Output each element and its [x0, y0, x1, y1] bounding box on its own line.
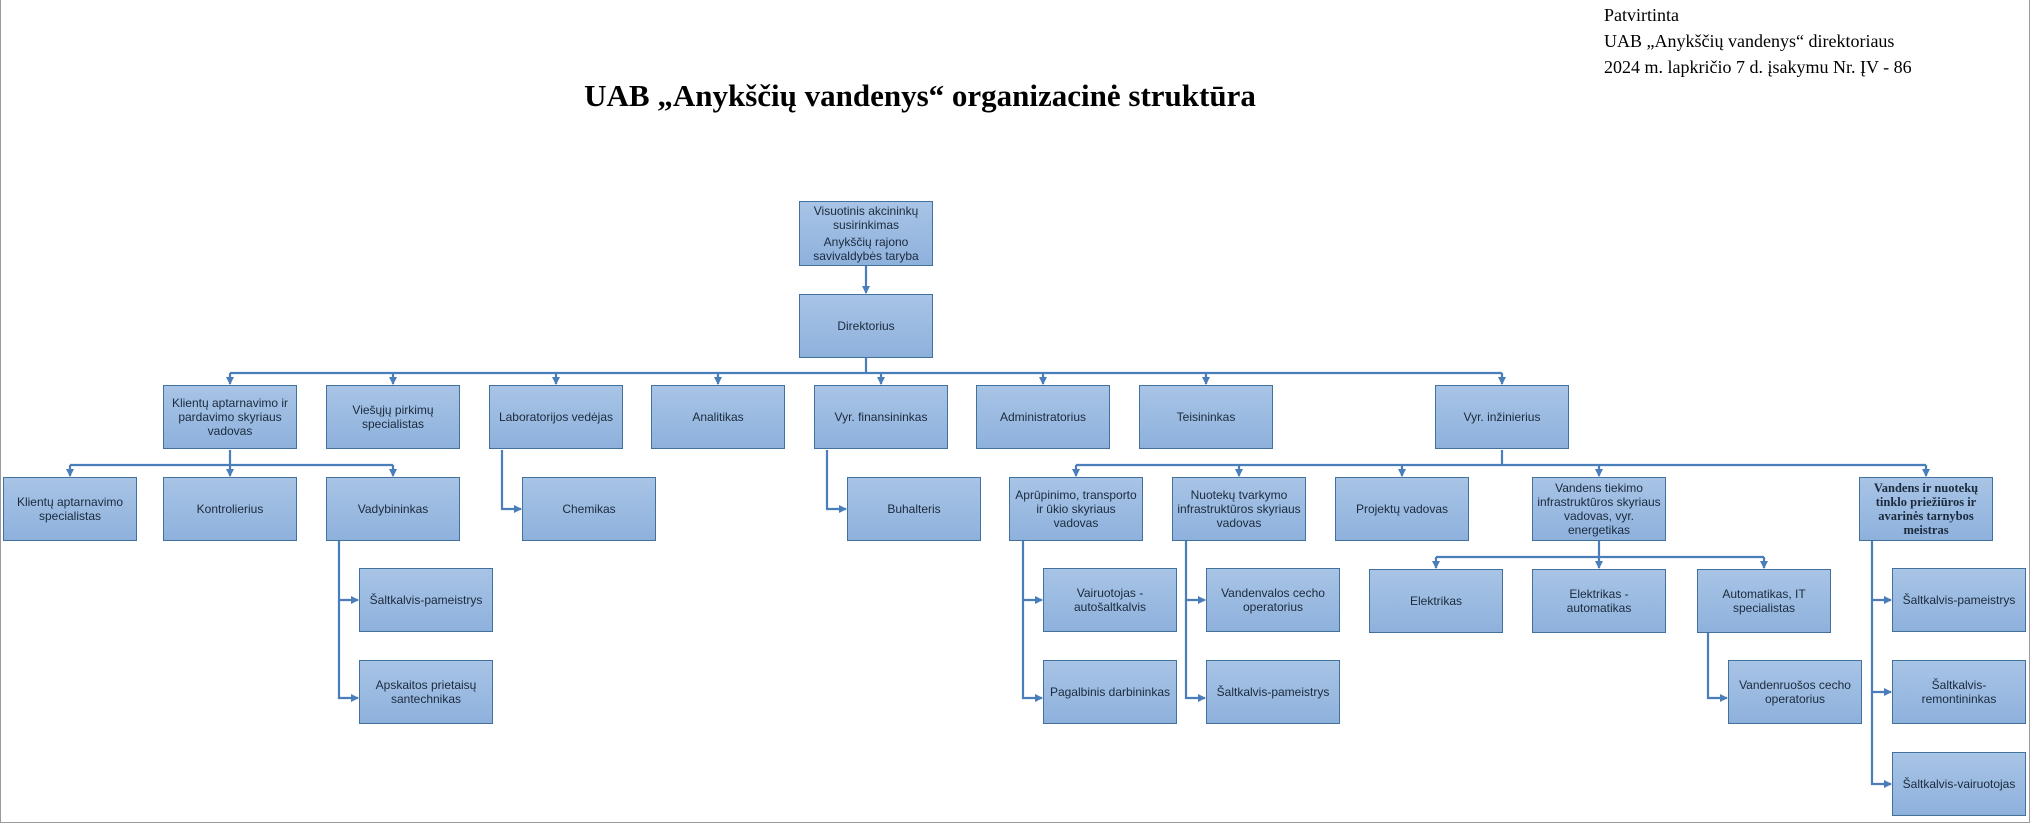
page-title: UAB „Anykščių vandenys“ organizacinė str…: [584, 78, 1256, 113]
node-procurement-label: Viešųjų pirkimų specialistas: [352, 403, 434, 431]
node-lab-head-label: Laboratorijos vedėjas: [498, 410, 614, 424]
node-electrician-label: Elektrikas: [1409, 594, 1462, 608]
connector-to-net-locksmith: [1870, 541, 1892, 604]
connector-to-water-operator: [1706, 633, 1728, 702]
connector-to-supply-driver: [1021, 541, 1043, 604]
node-automation-it-label: Automatikas, IT specialistas: [1722, 587, 1806, 615]
node-client-head: Klientų aptarnavimo ir pardavimo skyriau…: [163, 385, 297, 449]
node-shareholders-meeting: Visuotinis akcininkų susirinkimas Anykšč…: [799, 201, 933, 266]
node-director-label: Direktorius: [837, 319, 895, 333]
node-supply-helper-label: Pagalbinis darbininkas: [1049, 685, 1171, 699]
node-sewage-head: Nuotekų tvarkymo infrastruktūros skyriau…: [1172, 477, 1306, 541]
node-sewage-operator: Vandenvalos cecho operatorius: [1206, 568, 1340, 632]
approval-line-1: Patvirtinta: [1604, 5, 1679, 25]
node-water-head-label: Vandens tiekimo infrastruktūros skyriaus…: [1537, 481, 1661, 537]
node-lawyer-label: Teisininkas: [1176, 410, 1236, 424]
node-sewage-locksmith: Šaltkalvis-pameistrys: [1206, 660, 1340, 724]
node-administrator: Administratorius: [976, 385, 1110, 449]
node-supply-head: Aprūpinimo, transporto ir ūkio skyriaus …: [1009, 477, 1143, 541]
node-supply-helper: Pagalbinis darbininkas: [1043, 660, 1177, 724]
node-root-line-1: Visuotinis akcininkų susirinkimas: [813, 204, 919, 232]
node-mgr-plumber: Apskaitos prietaisų santechnikas: [359, 660, 493, 724]
node-electrician: Elektrikas: [1369, 569, 1503, 633]
connector-to-accountant: [825, 450, 847, 513]
node-accountant-label: Buhalteris: [887, 502, 941, 516]
node-lab-head: Laboratorijos vedėjas: [489, 385, 623, 449]
connector-to-chemist: [500, 450, 522, 513]
node-mgr-plumber-label: Apskaitos prietaisų santechnikas: [375, 678, 477, 706]
node-controller-label: Kontrolierius: [196, 502, 264, 516]
approval-line-3: 2024 m. lapkričio 7 d. įsakymu Nr. ĮV - …: [1604, 57, 1912, 77]
node-supply-head-label: Aprūpinimo, transporto ir ūkio skyriaus …: [1015, 488, 1137, 530]
connector-to-mgr-locksmith: [337, 541, 359, 604]
connector-to-net-repair: [1870, 600, 1892, 696]
node-automation-it: Automatikas, IT specialistas: [1697, 569, 1831, 633]
node-client-head-label: Klientų aptarnavimo ir pardavimo skyriau…: [171, 396, 289, 438]
node-net-driver: Šaltkalvis-vairuotojas: [1892, 752, 2026, 816]
node-sewage-operator-label: Vandenvalos cecho operatorius: [1221, 586, 1325, 614]
connector-to-sewage-locksmith: [1184, 600, 1206, 702]
node-chief-finance-label: Vyr. finansininkas: [834, 410, 928, 424]
node-administrator-label: Administratorius: [999, 410, 1087, 424]
connector-to-supply-helper: [1021, 600, 1043, 702]
node-manager: Vadybininkas: [326, 477, 460, 541]
node-analyst-label: Analitikas: [692, 410, 744, 424]
node-project-manager: Projektų vadovas: [1335, 477, 1469, 541]
node-electrician-auto: Elektrikas - automatikas: [1532, 569, 1666, 633]
node-net-locksmith: Šaltkalvis-pameistrys: [1892, 568, 2026, 632]
node-accountant: Buhalteris: [847, 477, 981, 541]
node-sewage-head-label: Nuotekų tvarkymo infrastruktūros skyriau…: [1177, 488, 1301, 530]
node-water-head: Vandens tiekimo infrastruktūros skyriaus…: [1532, 477, 1666, 541]
node-network-master-label: Vandens ir nuotekų tinklo priežiūros ir …: [1873, 481, 1979, 537]
node-mgr-locksmith: Šaltkalvis-pameistrys: [359, 568, 493, 632]
node-net-driver-label: Šaltkalvis-vairuotojas: [1902, 777, 2016, 791]
node-controller: Kontrolierius: [163, 477, 297, 541]
node-water-operator-label: Vandenruošos cecho operatorius: [1739, 678, 1851, 706]
node-supply-driver: Vairuotojas - autošaltkalvis: [1043, 568, 1177, 632]
node-analyst: Analitikas: [651, 385, 785, 449]
node-procurement: Viešųjų pirkimų specialistas: [326, 385, 460, 449]
connector-to-sewage-operator: [1184, 541, 1206, 604]
node-mgr-locksmith-label: Šaltkalvis-pameistrys: [369, 593, 483, 607]
node-chemist: Chemikas: [522, 477, 656, 541]
node-client-specialist: Klientų aptarnavimo specialistas: [3, 477, 137, 541]
node-net-locksmith-label: Šaltkalvis-pameistrys: [1902, 593, 2016, 607]
node-client-specialist-label: Klientų aptarnavimo specialistas: [16, 495, 124, 523]
node-project-manager-label: Projektų vadovas: [1355, 502, 1449, 516]
node-net-repair: Šaltkalvis-remontininkas: [1892, 660, 2026, 724]
node-director: Direktorius: [799, 294, 933, 358]
node-electrician-auto-label: Elektrikas - automatikas: [1566, 587, 1632, 615]
connector-to-mgr-plumber: [337, 600, 359, 702]
node-root-line-2: Anykščių rajono savivaldybės taryba: [813, 235, 919, 263]
node-network-master: Vandens ir nuotekų tinklo priežiūros ir …: [1859, 477, 1993, 541]
node-water-operator: Vandenruošos cecho operatorius: [1728, 660, 1862, 724]
connector-to-net-driver: [1870, 692, 1892, 788]
node-net-repair-label: Šaltkalvis-remontininkas: [1921, 678, 1997, 706]
node-chemist-label: Chemikas: [562, 502, 616, 516]
node-chief-finance: Vyr. finansininkas: [814, 385, 948, 449]
node-supply-driver-label: Vairuotojas - autošaltkalvis: [1073, 586, 1147, 614]
approval-line-2: UAB „Anykščių vandenys“ direktoriaus: [1604, 31, 1895, 51]
approval-block: Patvirtinta UAB „Anykščių vandenys“ dire…: [1604, 2, 1912, 80]
node-lawyer: Teisininkas: [1139, 385, 1273, 449]
node-sewage-locksmith-label: Šaltkalvis-pameistrys: [1216, 685, 1330, 699]
node-chief-engineer: Vyr. inžinierius: [1435, 385, 1569, 449]
node-chief-engineer-label: Vyr. inžinierius: [1463, 410, 1541, 424]
node-manager-label: Vadybininkas: [357, 502, 429, 516]
